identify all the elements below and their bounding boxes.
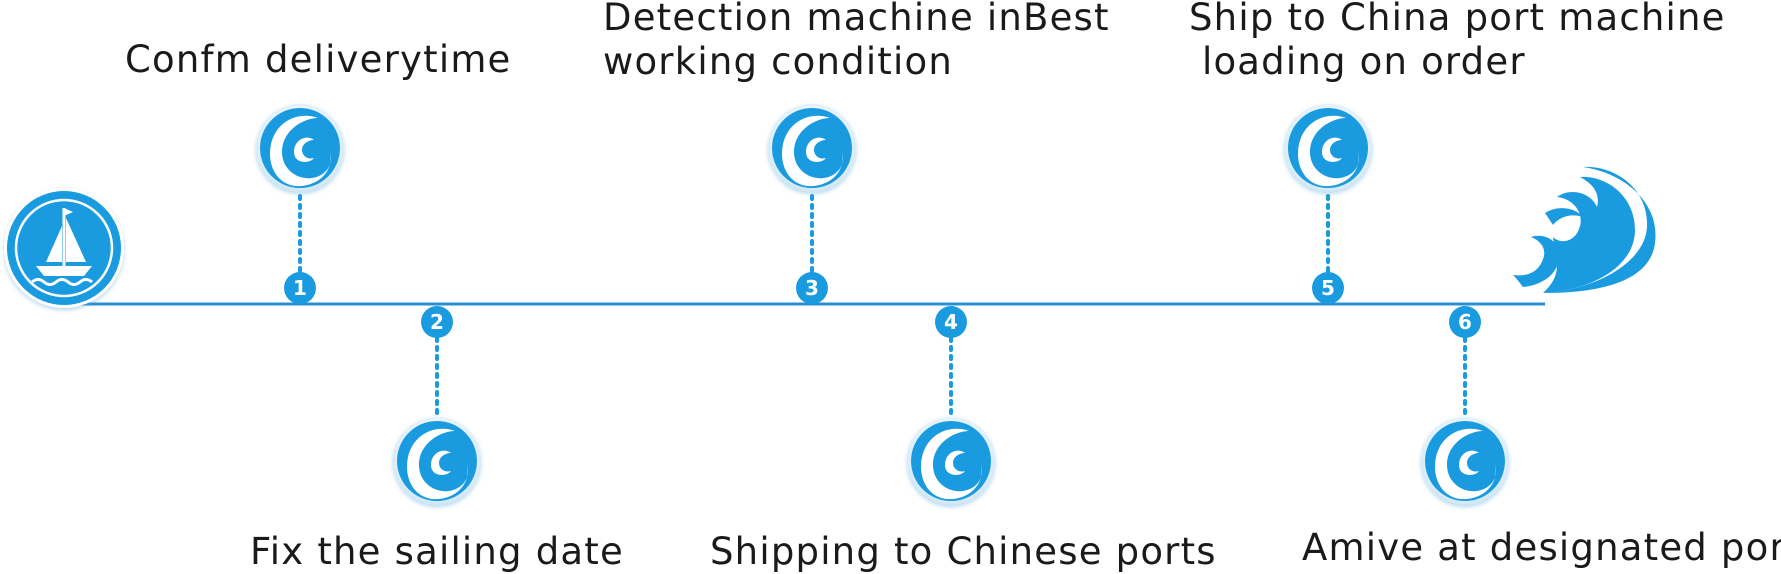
swirl-icon bbox=[907, 417, 995, 505]
step-label-line: Ship to China port machine bbox=[1189, 0, 1726, 39]
swirl-icon bbox=[768, 104, 856, 192]
step-marker bbox=[1449, 306, 1481, 338]
step-number: 2 bbox=[430, 310, 444, 334]
step-marker bbox=[284, 272, 316, 304]
timeline-step: 6 bbox=[1421, 306, 1509, 505]
timeline-step: 5 bbox=[1284, 104, 1372, 304]
step-label-line: loading on order bbox=[1189, 40, 1526, 83]
step-number: 5 bbox=[1321, 276, 1335, 300]
step-marker bbox=[796, 272, 828, 304]
step-marker bbox=[421, 306, 453, 338]
step-number: 4 bbox=[944, 310, 958, 334]
step-marker bbox=[935, 306, 967, 338]
timeline-step: 1 bbox=[256, 104, 344, 304]
step-number: 1 bbox=[293, 276, 307, 300]
step-label-line: Fix the sailing date bbox=[250, 530, 624, 573]
step-label: Confm deliverytime bbox=[125, 38, 512, 82]
step-label: Fix the sailing date bbox=[250, 530, 624, 574]
sailboat-icon bbox=[4, 188, 124, 308]
wave-icon bbox=[1513, 166, 1656, 293]
step-label-line: Confm deliverytime bbox=[125, 38, 512, 81]
step-label: Amive at designated port bbox=[1302, 526, 1781, 570]
step-marker bbox=[1312, 272, 1344, 304]
swirl-icon bbox=[256, 104, 344, 192]
step-label: Ship to China port machine loading on or… bbox=[1189, 0, 1726, 84]
timeline-step: 3 bbox=[768, 104, 856, 304]
timeline-step: 2 bbox=[393, 306, 481, 505]
timeline-step: 4 bbox=[907, 306, 995, 505]
swirl-icon bbox=[393, 417, 481, 505]
step-label: Shipping to Chinese ports bbox=[710, 530, 1217, 574]
step-label-line: Shipping to Chinese ports bbox=[710, 530, 1217, 573]
step-number: 3 bbox=[805, 276, 819, 300]
step-label-line: working condition bbox=[603, 40, 953, 83]
swirl-icon bbox=[1421, 417, 1509, 505]
step-label-line: Amive at designated port bbox=[1302, 526, 1781, 569]
step-number: 6 bbox=[1458, 310, 1472, 334]
swirl-icon bbox=[1284, 104, 1372, 192]
step-label-line: Detection machine inBest bbox=[603, 0, 1110, 39]
